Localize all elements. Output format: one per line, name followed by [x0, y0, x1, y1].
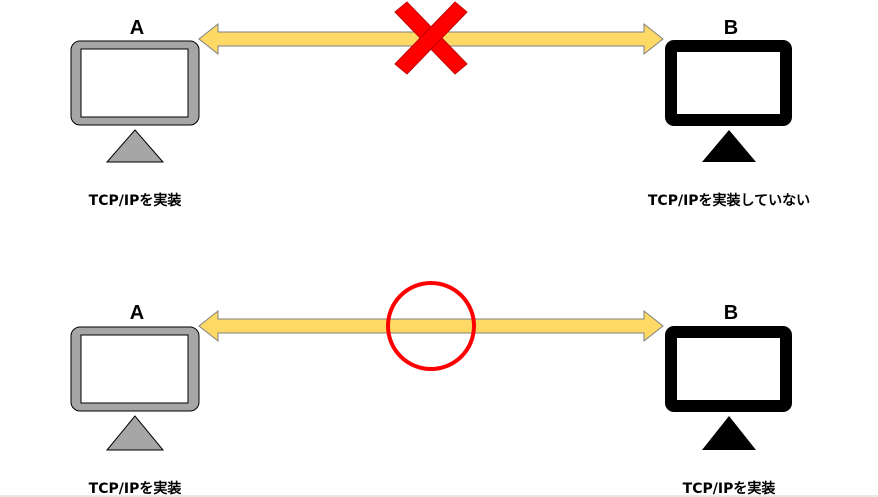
- computer-b-screen: [677, 338, 780, 400]
- computer-b-icon: [665, 40, 792, 162]
- computer-a-icon: [70, 40, 200, 163]
- row-incompatible: A TCP/IPを実装 B TCP/IPを実装していない: [70, 1, 810, 209]
- computer-a-caption: TCP/IPを実装: [89, 480, 183, 497]
- computer-a-screen: [80, 48, 189, 118]
- row-compatible: A TCP/IPを実装 B TCP/IPを実装: [70, 281, 792, 497]
- computer-b-letter: B: [724, 17, 738, 39]
- computer-a-letter: A: [130, 17, 144, 39]
- computer-b-letter: B: [724, 302, 738, 324]
- computer-a-icon: [70, 326, 200, 451]
- computer-a-stand: [105, 129, 165, 163]
- computer-b-icon: [665, 326, 792, 450]
- computer-a-screen: [80, 334, 189, 404]
- computer-b-screen: [677, 52, 780, 114]
- computer-a-stand: [105, 415, 165, 451]
- computer-b-stand: [702, 130, 756, 162]
- computer-a-letter: A: [130, 302, 144, 324]
- circle-mark-icon: [386, 281, 476, 371]
- connection-arrow: [198, 309, 664, 343]
- computer-b-stand: [702, 416, 756, 450]
- cross-mark-icon: [394, 1, 468, 75]
- computer-b-caption: TCP/IPを実装: [683, 480, 777, 497]
- computer-b-caption: TCP/IPを実装していない: [648, 192, 810, 209]
- computer-a-caption: TCP/IPを実装: [89, 192, 183, 209]
